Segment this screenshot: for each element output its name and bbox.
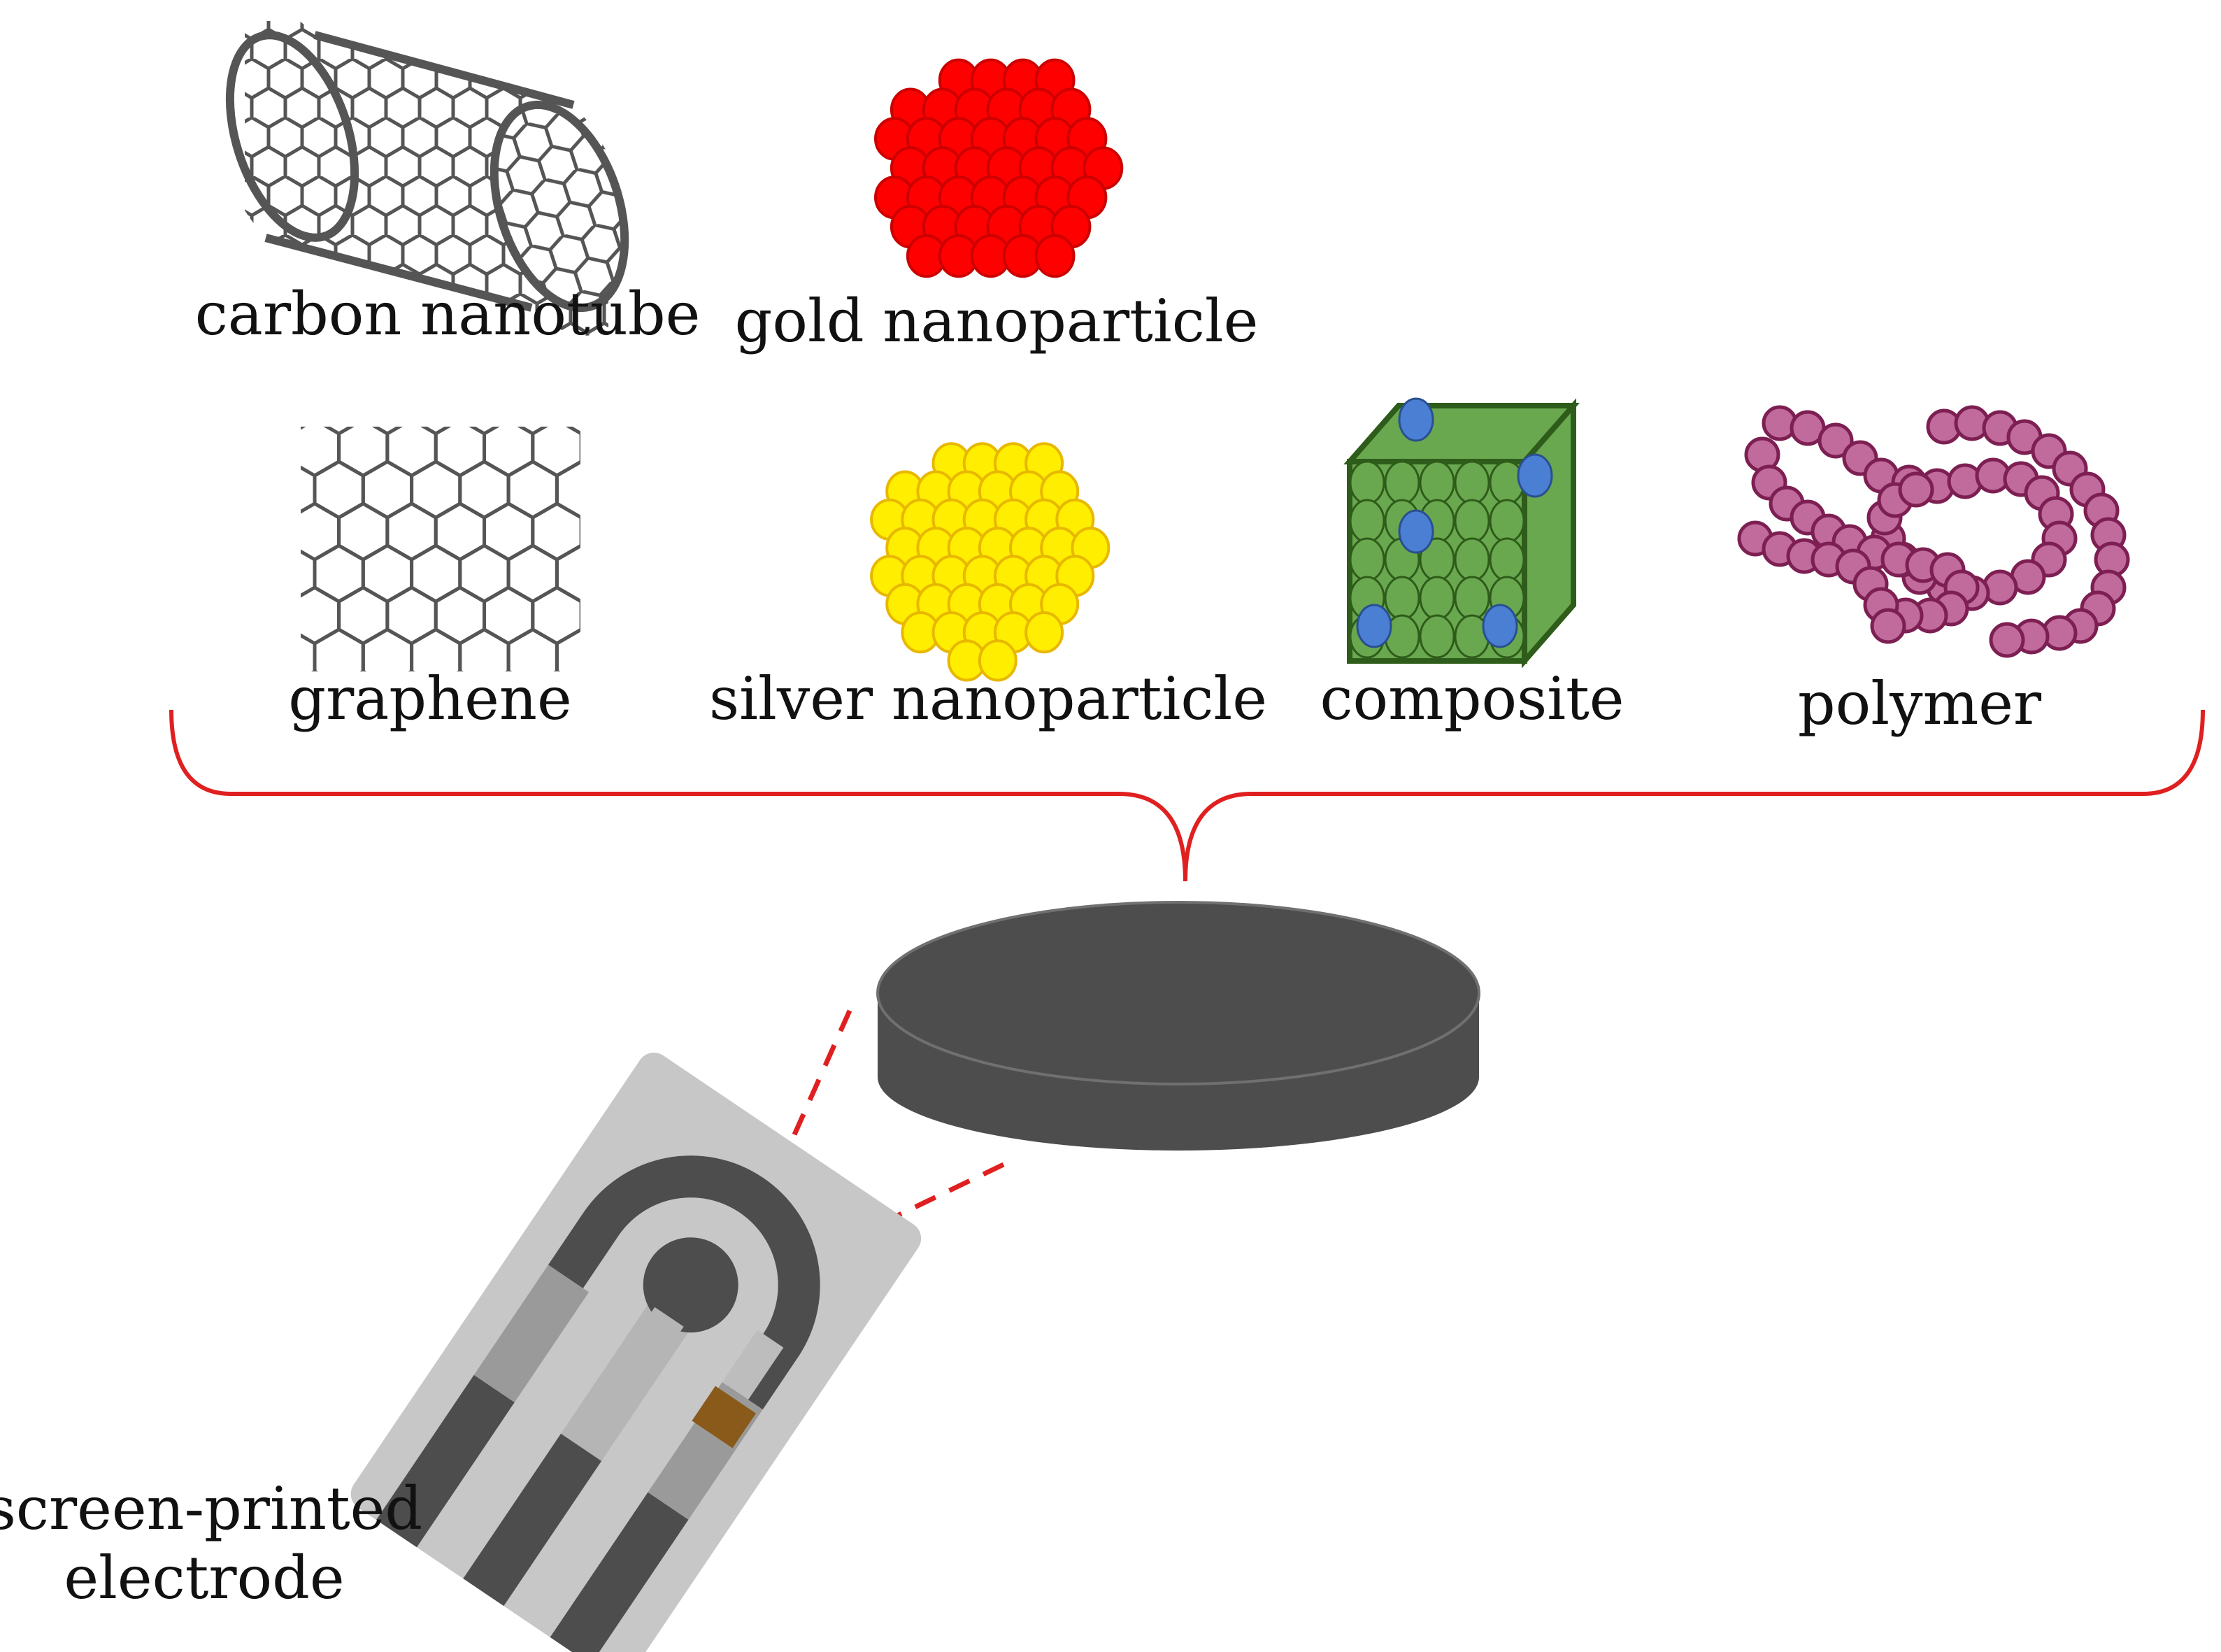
graphene-cell	[458, 627, 510, 671]
carbon-nanotube-label: carbon nanotube	[195, 280, 701, 348]
screen-printed-electrode	[350, 1053, 922, 1652]
composite-grain	[1419, 576, 1455, 620]
silver-nanoparticle-label: silver nanoparticle	[709, 664, 1267, 733]
composite-grain	[1419, 460, 1455, 505]
graphene-cell	[361, 627, 414, 671]
polymer-bead	[1989, 622, 2025, 658]
composite-grain	[1489, 537, 1525, 582]
particle-atom	[1034, 234, 1076, 278]
particle-atom	[978, 639, 1017, 682]
polymer-bead	[1870, 608, 1906, 644]
composite-grain	[1349, 537, 1385, 582]
composite-dopant	[1482, 604, 1518, 648]
composite-grain	[1454, 499, 1490, 543]
electrode-disk	[876, 901, 1480, 1151]
graphene-cell	[410, 627, 462, 671]
graphene-cell	[506, 627, 559, 671]
polymer-label: polymer	[1798, 669, 2042, 738]
graphene-label: graphene	[288, 664, 571, 733]
composite-grain	[1419, 614, 1455, 659]
silver-nanoparticle-icon	[870, 442, 1110, 682]
composite-grain	[1489, 499, 1525, 543]
composite-grain	[1349, 460, 1385, 505]
gold-nanoparticle-label: gold nanoparticle	[735, 287, 1259, 355]
brace	[169, 709, 2205, 882]
composite-grain	[1454, 576, 1490, 620]
composite-dopant	[1398, 509, 1434, 554]
composite-dopant	[1398, 397, 1434, 442]
composite-grain	[1454, 460, 1490, 505]
polymer-bead	[1817, 422, 1854, 459]
composite-grain	[1454, 537, 1490, 582]
gold-nanoparticle-icon	[874, 58, 1124, 278]
composite-dopant	[1356, 604, 1392, 648]
spe-label-line2: electrode	[64, 1544, 344, 1612]
spe-label-line1: screen-printed	[0, 1474, 422, 1543]
composite-icon	[1343, 397, 1580, 669]
composite-grain	[1384, 460, 1420, 505]
composite-grain	[1349, 499, 1385, 543]
graphene-icon	[301, 427, 580, 671]
composite-grain	[1384, 576, 1420, 620]
polymer-icon	[1737, 405, 2130, 658]
polymer-bead	[1898, 471, 1934, 508]
composite-dopant	[1517, 453, 1553, 498]
composite-label: composite	[1320, 664, 1624, 733]
graphene-cell	[313, 627, 365, 671]
particle-atom	[1024, 611, 1064, 654]
